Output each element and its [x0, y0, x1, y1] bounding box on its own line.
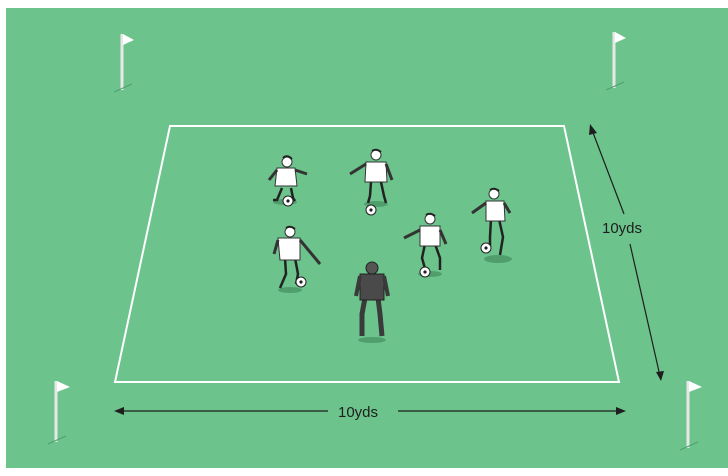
- football: [296, 277, 306, 287]
- football: [366, 205, 376, 215]
- grass-background: [6, 8, 728, 468]
- football: [283, 196, 293, 206]
- width-dimension-label: 10yds: [334, 404, 382, 422]
- length-dimension-label: 10yds: [598, 220, 646, 238]
- football: [481, 243, 491, 253]
- football: [420, 267, 430, 277]
